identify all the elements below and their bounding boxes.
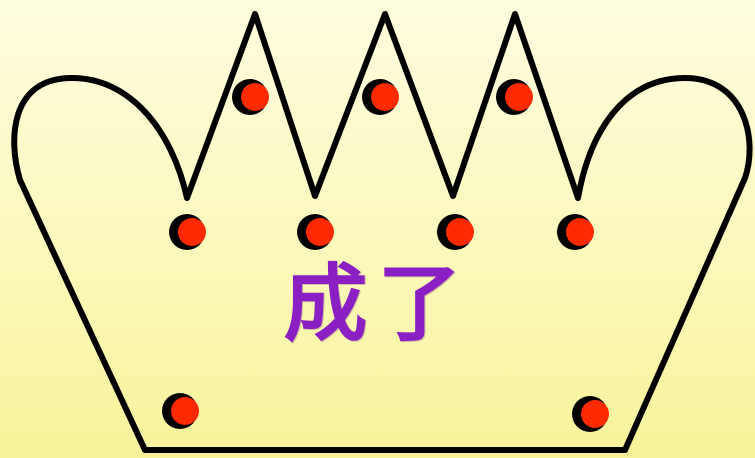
crown-dot-fill	[371, 83, 399, 111]
crown-outline	[11, 11, 753, 453]
crown-dot-fill	[446, 218, 474, 246]
crown-dot-fill	[505, 83, 533, 111]
crown-word: 成了	[283, 254, 472, 353]
crown-dot-fill	[171, 397, 199, 425]
crown-dot-fill	[241, 83, 269, 111]
crown-dot-fill	[581, 400, 609, 428]
crown-dot	[557, 214, 594, 250]
crown-dot-fill	[566, 218, 594, 246]
crown-dot	[162, 393, 199, 429]
crown-dot-fill	[178, 218, 206, 246]
crown-dot	[437, 214, 474, 250]
crown-dot	[572, 396, 609, 432]
crown-dot	[496, 79, 533, 115]
crown-dots	[162, 79, 609, 432]
crown-dot	[232, 79, 269, 115]
crown-dot-fill	[306, 218, 334, 246]
crown-dot	[297, 214, 334, 250]
crown-dot	[362, 79, 399, 115]
crown-dot	[169, 214, 206, 250]
